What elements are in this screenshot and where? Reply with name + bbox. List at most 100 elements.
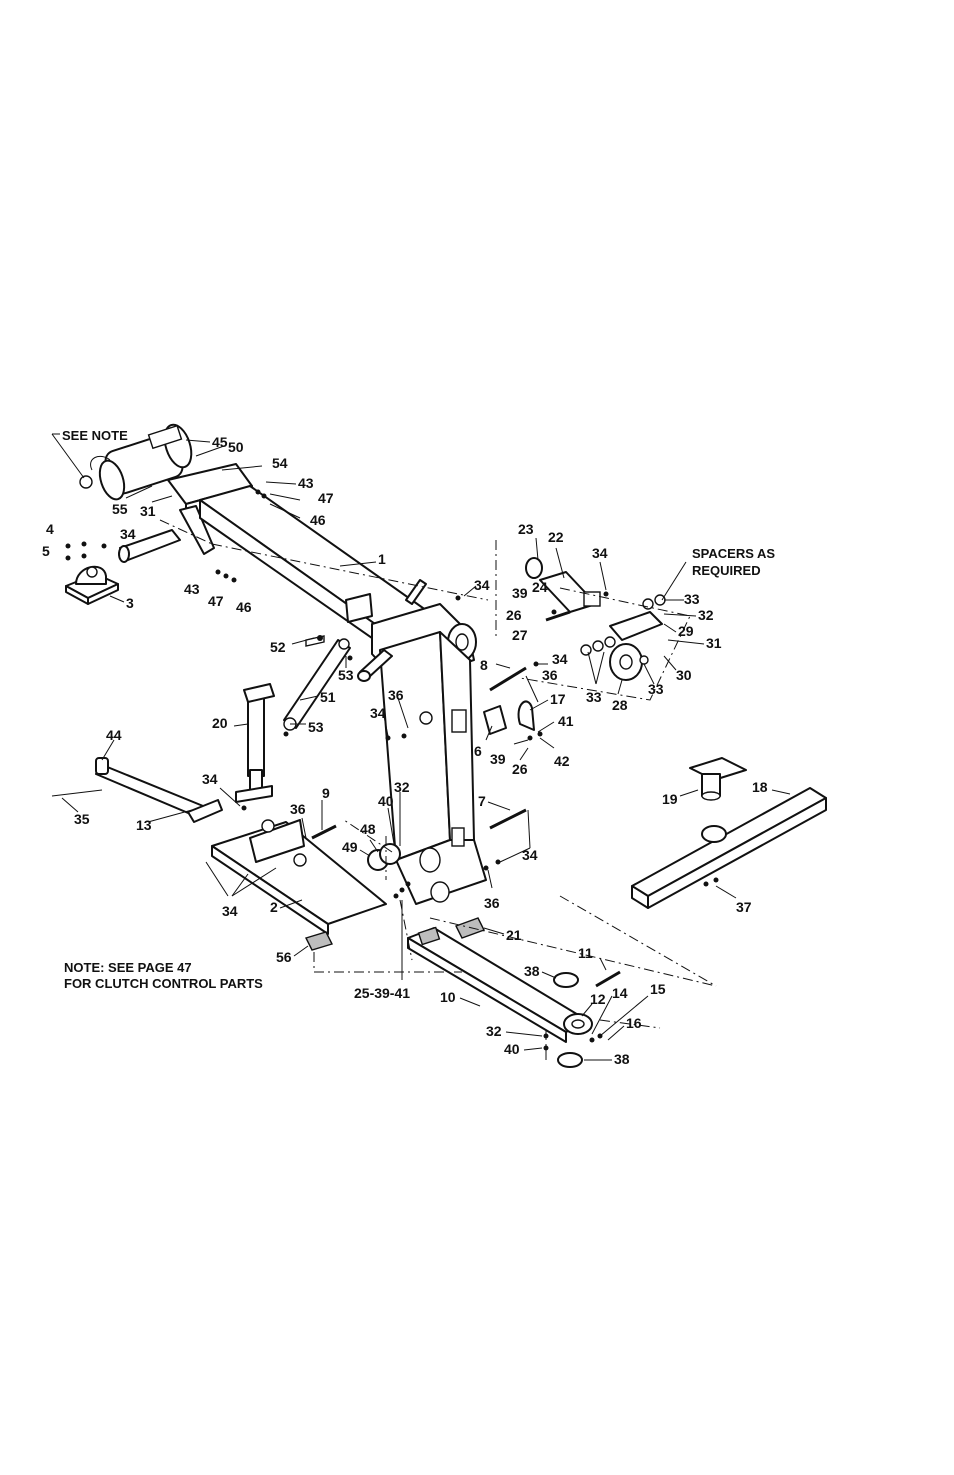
part-label-35: 35 bbox=[74, 811, 90, 827]
part-label-33a: 33 bbox=[684, 591, 700, 607]
part-label-55: 55 bbox=[112, 501, 128, 517]
part-label-34e: 34 bbox=[370, 705, 386, 721]
clutch-note-line2: FOR CLUTCH CONTROL PARTS bbox=[64, 976, 263, 991]
part-label-34h: 34 bbox=[222, 903, 238, 919]
part-label-34f: 34 bbox=[202, 771, 218, 787]
spacer-cluster-drawing bbox=[580, 594, 666, 665]
mast-frame-drawing bbox=[379, 631, 487, 905]
part-label-45: 45 bbox=[212, 434, 228, 450]
part-label-20: 20 bbox=[212, 715, 228, 731]
hydraulic-cylinder-drawing bbox=[283, 635, 351, 731]
part-label-48: 48 bbox=[360, 821, 376, 837]
part-label-42: 42 bbox=[554, 753, 570, 769]
part-label-28: 28 bbox=[612, 697, 628, 713]
part-label-25-39-41: 25-39-41 bbox=[354, 985, 410, 1001]
part-label-2: 2 bbox=[270, 899, 278, 915]
part-label-23: 23 bbox=[518, 521, 534, 537]
part-label-13: 13 bbox=[136, 817, 152, 833]
part-label-6: 6 bbox=[474, 743, 482, 759]
part-label-34d: 34 bbox=[552, 651, 568, 667]
part-label-53b: 53 bbox=[308, 719, 324, 735]
part-label-34g: 34 bbox=[522, 847, 538, 863]
part-label-32a: 32 bbox=[698, 607, 714, 623]
part-label-1: 1 bbox=[378, 551, 386, 567]
part-label-49: 49 bbox=[342, 839, 358, 855]
part-label-54: 54 bbox=[272, 455, 288, 471]
part-label-26a: 26 bbox=[506, 607, 522, 623]
part-label-38b: 38 bbox=[614, 1051, 630, 1067]
part-label-36d: 36 bbox=[484, 895, 500, 911]
part-label-34b: 34 bbox=[592, 545, 608, 561]
part-label-26b: 26 bbox=[512, 761, 528, 777]
spacers-note-line1: SPACERS AS bbox=[692, 546, 775, 561]
mount-plate-drawing bbox=[483, 705, 507, 735]
washer-upper-drawing bbox=[553, 972, 579, 988]
part-label-32c: 32 bbox=[486, 1023, 502, 1039]
part-label-3: 3 bbox=[126, 595, 134, 611]
part-label-50: 50 bbox=[228, 439, 244, 455]
part-label-21: 21 bbox=[506, 927, 522, 943]
part-label-39b: 39 bbox=[490, 751, 506, 767]
part-label-43a: 43 bbox=[298, 475, 314, 491]
part-label-34c: 34 bbox=[474, 577, 490, 593]
part-label-10: 10 bbox=[440, 989, 456, 1005]
part-label-40b: 40 bbox=[504, 1041, 520, 1057]
part-label-43b: 43 bbox=[184, 581, 200, 597]
part-label-47b: 47 bbox=[208, 593, 224, 609]
part-label-41a: 41 bbox=[558, 713, 574, 729]
bushing-drawing bbox=[367, 843, 401, 871]
part-label-44: 44 bbox=[106, 727, 122, 743]
part-label-27: 27 bbox=[512, 627, 528, 643]
part-label-17: 17 bbox=[550, 691, 566, 707]
part-label-15: 15 bbox=[650, 981, 666, 997]
clutch-note-line1: NOTE: SEE PAGE 47 bbox=[64, 960, 192, 975]
part-label-24: 24 bbox=[532, 579, 548, 595]
part-label-37: 37 bbox=[736, 899, 752, 915]
part-label-51: 51 bbox=[320, 689, 336, 705]
leader-lines bbox=[51, 433, 791, 1061]
part-label-12: 12 bbox=[590, 991, 606, 1007]
part-label-39a: 39 bbox=[512, 585, 528, 601]
part-label-8: 8 bbox=[480, 657, 488, 673]
part-label-52: 52 bbox=[270, 639, 286, 655]
part-label-40a: 40 bbox=[378, 793, 394, 809]
part-label-5: 5 bbox=[42, 543, 50, 559]
lower-arm-drawing bbox=[211, 819, 387, 935]
spacers-note-line2: REQUIRED bbox=[692, 563, 761, 578]
part-label-36b: 36 bbox=[388, 687, 404, 703]
part-label-4: 4 bbox=[46, 521, 54, 537]
pins-drawing bbox=[311, 610, 621, 988]
part-label-29: 29 bbox=[678, 623, 694, 639]
part-label-22: 22 bbox=[548, 529, 564, 545]
part-label-30: 30 bbox=[676, 667, 692, 683]
pulley-drawing bbox=[609, 643, 643, 681]
handle-drawing bbox=[51, 757, 223, 823]
pulley-bracket-drawing bbox=[609, 611, 663, 641]
part-label-14: 14 bbox=[612, 985, 628, 1001]
part-label-38a: 38 bbox=[524, 963, 540, 979]
part-label-31a: 31 bbox=[140, 503, 156, 519]
part-label-36a: 36 bbox=[542, 667, 558, 683]
part-label-33b: 33 bbox=[586, 689, 602, 705]
crossbar-drawing bbox=[631, 787, 827, 909]
part-label-56: 56 bbox=[276, 949, 292, 965]
part-label-16: 16 bbox=[626, 1015, 642, 1031]
belt-guide-drawing bbox=[517, 700, 535, 731]
part-label-34a: 34 bbox=[120, 526, 136, 542]
part-label-36c: 36 bbox=[290, 801, 306, 817]
part-label-46a: 46 bbox=[310, 512, 326, 528]
part-label-47a: 47 bbox=[318, 490, 334, 506]
washer-lower-drawing bbox=[557, 1052, 583, 1068]
assembly-center-lines bbox=[159, 519, 717, 1064]
winch-motor-drawing bbox=[79, 423, 193, 501]
link-arm-drawing bbox=[357, 579, 427, 682]
part-label-7: 7 bbox=[478, 793, 486, 809]
see-note-label: SEE NOTE bbox=[62, 428, 128, 443]
part-label-32b: 32 bbox=[394, 779, 410, 795]
swivel-drawing bbox=[689, 757, 747, 801]
sleeve-drawing bbox=[525, 557, 601, 613]
part-label-33c: 33 bbox=[648, 681, 664, 697]
part-label-31b: 31 bbox=[706, 635, 722, 651]
bearing-block-drawing bbox=[65, 565, 119, 605]
